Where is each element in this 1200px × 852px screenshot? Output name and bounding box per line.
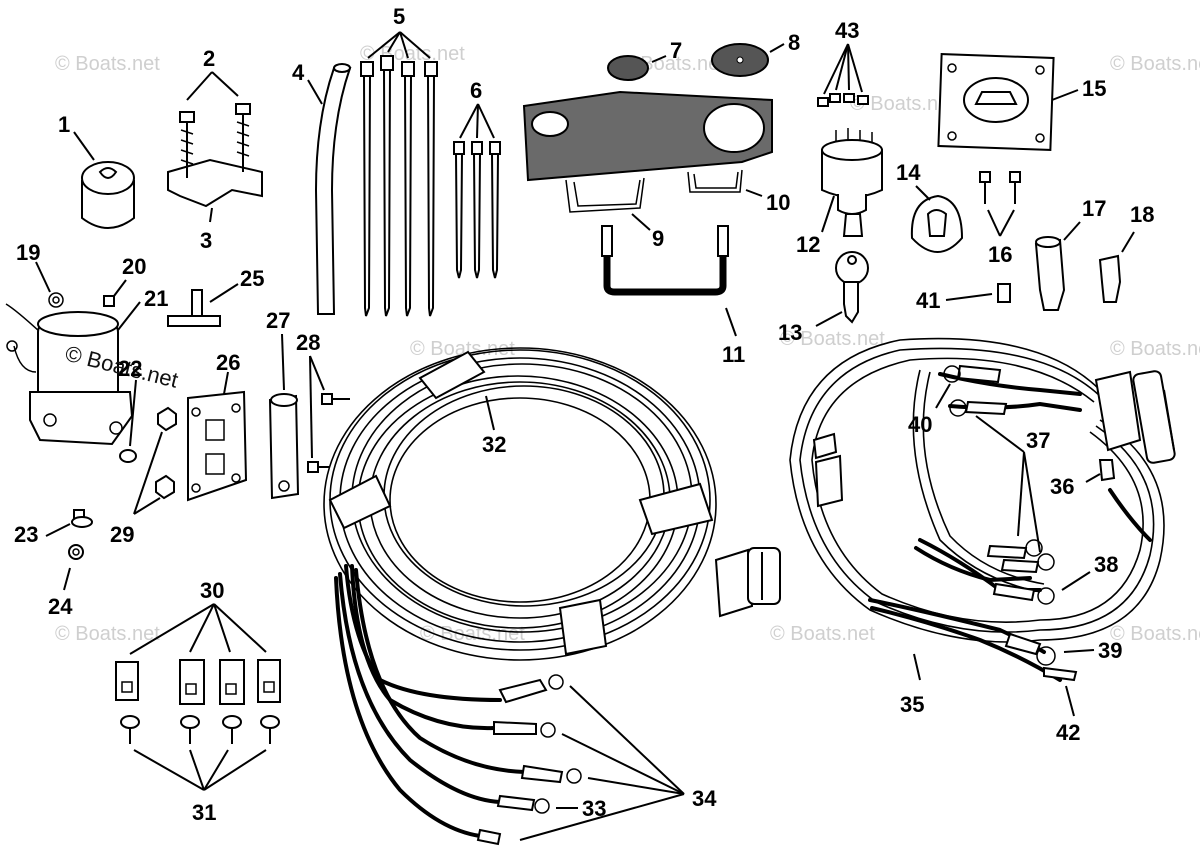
callout-2: 2 (203, 46, 215, 71)
callout-34: 34 (692, 786, 717, 811)
part-2-3-clamp: 2 3 (167, 46, 263, 253)
callout-20: 20 (122, 254, 146, 279)
part-23-terminal: 23 (14, 509, 93, 547)
callout-37: 37 (1026, 428, 1050, 453)
callout-8: 8 (788, 30, 800, 55)
callout-4: 4 (292, 60, 305, 85)
part-32-coiled-harness: 32 (323, 347, 717, 661)
part-18-connector: 18 (1098, 202, 1154, 303)
right-harness-leads (868, 364, 1152, 682)
watermark: © Boats.net (1110, 338, 1200, 360)
callout-5: 5 (393, 4, 405, 29)
part-22-cap: 22 (118, 356, 142, 463)
part-30-clips: 30 (115, 578, 281, 705)
callout-42: 42 (1056, 720, 1080, 745)
watermarks: © Boats.net © Boats.net © Boats.net © Bo… (55, 43, 1200, 645)
callout-39: 39 (1098, 638, 1122, 663)
watermark: © Boats.net (410, 338, 515, 360)
callout-16: 16 (988, 242, 1012, 267)
callout-30: 30 (200, 578, 224, 603)
watermark: © Boats.net (850, 93, 955, 115)
callout-28: 28 (296, 330, 320, 355)
part-43-screws: 43 (817, 18, 869, 107)
part-31-screws: 31 (120, 715, 280, 825)
callout-40: 40 (908, 412, 932, 437)
part-33-34-leads: 33 34 (334, 564, 717, 846)
part-6-cable-ties-short: 6 (453, 78, 501, 279)
callout-group-right: 36 37 38 39 40 42 (908, 383, 1122, 745)
part-8-grommet: 8 (711, 30, 800, 77)
coil-plug (714, 547, 781, 618)
part-26-bracket: 26 (187, 350, 248, 502)
callout-25: 25 (240, 266, 264, 291)
watermark: © Boats.net (1110, 53, 1200, 75)
part-4-hose: 4 (292, 60, 352, 315)
part-41-fuse: 41 (916, 283, 1011, 313)
callout-14: 14 (896, 160, 921, 185)
part-7-grommet: 7 (607, 38, 682, 81)
callout-23: 23 (14, 522, 38, 547)
callout-21: 21 (144, 286, 168, 311)
callout-41: 41 (916, 288, 940, 313)
part-29-nuts: 29 (110, 406, 177, 547)
callout-9: 9 (652, 226, 664, 251)
watermark: © Boats.net (780, 328, 885, 350)
callout-13: 13 (778, 320, 802, 345)
callout-24: 24 (48, 594, 73, 619)
callout-26: 26 (216, 350, 240, 375)
callout-32: 32 (482, 432, 506, 457)
callout-1: 1 (58, 112, 70, 137)
watermark: © Boats.net (770, 623, 875, 645)
callout-22: 22 (118, 356, 142, 381)
callout-43: 43 (835, 18, 859, 43)
callout-7: 7 (670, 38, 682, 63)
part-25-tee: 25 (167, 266, 264, 327)
part-19-washer: 19 (16, 240, 64, 308)
part-11-jumper-wire: 11 (601, 225, 745, 367)
part-14-knob: 14 (896, 160, 964, 253)
part-9-clip: 9 (565, 177, 664, 251)
watermark: © Boats.net (1110, 623, 1200, 645)
callout-15: 15 (1082, 76, 1106, 101)
callout-17: 17 (1082, 196, 1106, 221)
callout-31: 31 (192, 800, 216, 825)
callout-10: 10 (766, 190, 790, 215)
watermark: © Boats.net (420, 623, 525, 645)
part-12-ignition-switch: 12 (796, 128, 883, 257)
part-13-key: 13 (778, 213, 869, 345)
part-16-screws: 16 (979, 171, 1021, 267)
part-28-bolts: 28 (296, 330, 350, 473)
part-20-nut: 20 (103, 254, 146, 307)
callout-6: 6 (470, 78, 482, 103)
part-10-clip: 10 (687, 169, 790, 215)
callout-29: 29 (110, 522, 134, 547)
callout-35: 35 (900, 692, 924, 717)
part-15-plate: 15 (937, 53, 1106, 151)
callout-18: 18 (1130, 202, 1154, 227)
watermark: © Boats.net (55, 53, 160, 75)
callout-36: 36 (1050, 474, 1074, 499)
callout-27: 27 (266, 308, 290, 333)
part-27-strap: 27 (266, 308, 300, 500)
part-24-washer: 24 (48, 544, 84, 619)
part-17-holder: 17 (1034, 196, 1106, 311)
part-1-sleeve: 1 (58, 112, 135, 229)
callout-12: 12 (796, 232, 820, 257)
callout-3: 3 (200, 228, 212, 253)
watermark: © Boats.net (55, 623, 160, 645)
callout-38: 38 (1094, 552, 1118, 577)
callout-19: 19 (16, 240, 40, 265)
part-5-cable-ties: 5 (360, 4, 438, 317)
part-21-solenoid: 21 © Boats.net (5, 286, 181, 446)
callout-11: 11 (722, 342, 745, 367)
bracket-plate (522, 90, 773, 182)
